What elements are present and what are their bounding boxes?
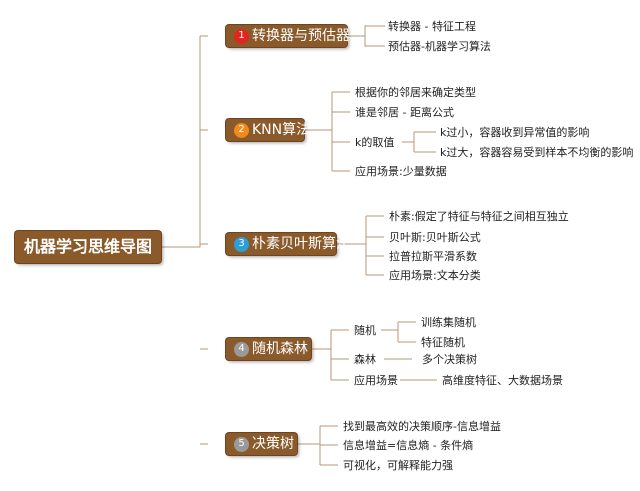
branch-node-1[interactable]: 1 转换器与预估器 [226,25,350,47]
leaf-3-4[interactable]: 应用场景:文本分类 [389,269,481,282]
branch-label-4: 随机森林 [252,341,308,357]
connector-branch-2 [304,91,436,172]
leaf-4-2-1[interactable]: 多个决策树 [422,353,477,366]
number-badge-5: 5 [234,436,249,452]
leaf-1-1[interactable]: 转换器 - 特征工程 [388,20,476,33]
number-badge-1: 1 [234,28,249,44]
leaf-2-3-2[interactable]: k过大，容器容易受到样本不均衡的影响 [440,146,634,159]
leaf-3-3[interactable]: 拉普拉斯平滑系数 [389,250,477,263]
leaf-4-1-1[interactable]: 训练集随机 [421,316,476,329]
leaf-3-1[interactable]: 朴素:假定了特征与特征之间相互独立 [389,210,569,223]
connector-branch-3 [336,215,384,276]
leaf-5-2[interactable]: 信息增益=信息熵 - 条件熵 [343,439,474,452]
number-badge-4: 4 [234,341,249,357]
leaf-4-1[interactable]: 随机 [354,324,376,337]
leaf-4-3[interactable]: 应用场景 [354,374,398,387]
leaf-5-1[interactable]: 找到最高效的决策顺序-信息增益 [343,420,501,433]
leaf-4-1-2[interactable]: 特征随机 [421,336,465,349]
leaf-5-3[interactable]: 可视化，可解释能力强 [343,459,453,472]
branch-label-1: 转换器与预估器 [252,28,350,44]
branch-node-4[interactable]: 4 随机森林 [226,338,311,360]
leaf-2-1[interactable]: 根据你的邻居来确定类型 [355,86,476,99]
number-badge-3: 3 [234,236,249,252]
leaf-4-3-1[interactable]: 高维度特征、大数据场景 [442,374,563,387]
root-node[interactable]: 机器学习思维导图 [15,231,161,263]
leaf-2-2[interactable]: 谁是邻居 - 距离公式 [355,106,454,119]
leaf-2-3-1[interactable]: k过小，容器收到异常值的影响 [440,126,590,139]
connector-branch-4 [311,321,437,381]
connector-root [161,35,208,445]
branch-label-3: 朴素贝叶斯算法 [252,236,350,252]
branch-label-5: 决策树 [252,436,294,452]
connector-branch-5 [297,425,338,466]
branch-node-3[interactable]: 3 朴素贝叶斯算法 [226,233,350,255]
branch-node-2[interactable]: 2 KNN算法 [226,119,310,141]
leaf-1-2[interactable]: 预估器-机器学习算法 [388,40,491,53]
number-badge-2: 2 [234,122,249,138]
connector-branch-1 [347,25,385,47]
leaf-3-2[interactable]: 贝叶斯:贝叶斯公式 [389,231,481,244]
leaf-4-2[interactable]: 森林 [354,353,376,366]
leaf-2-3[interactable]: k的取值 [355,136,395,149]
branch-node-5[interactable]: 5 决策树 [226,433,297,455]
branch-label-2: KNN算法 [252,122,311,138]
leaf-2-4[interactable]: 应用场景:少量数据 [355,165,447,178]
